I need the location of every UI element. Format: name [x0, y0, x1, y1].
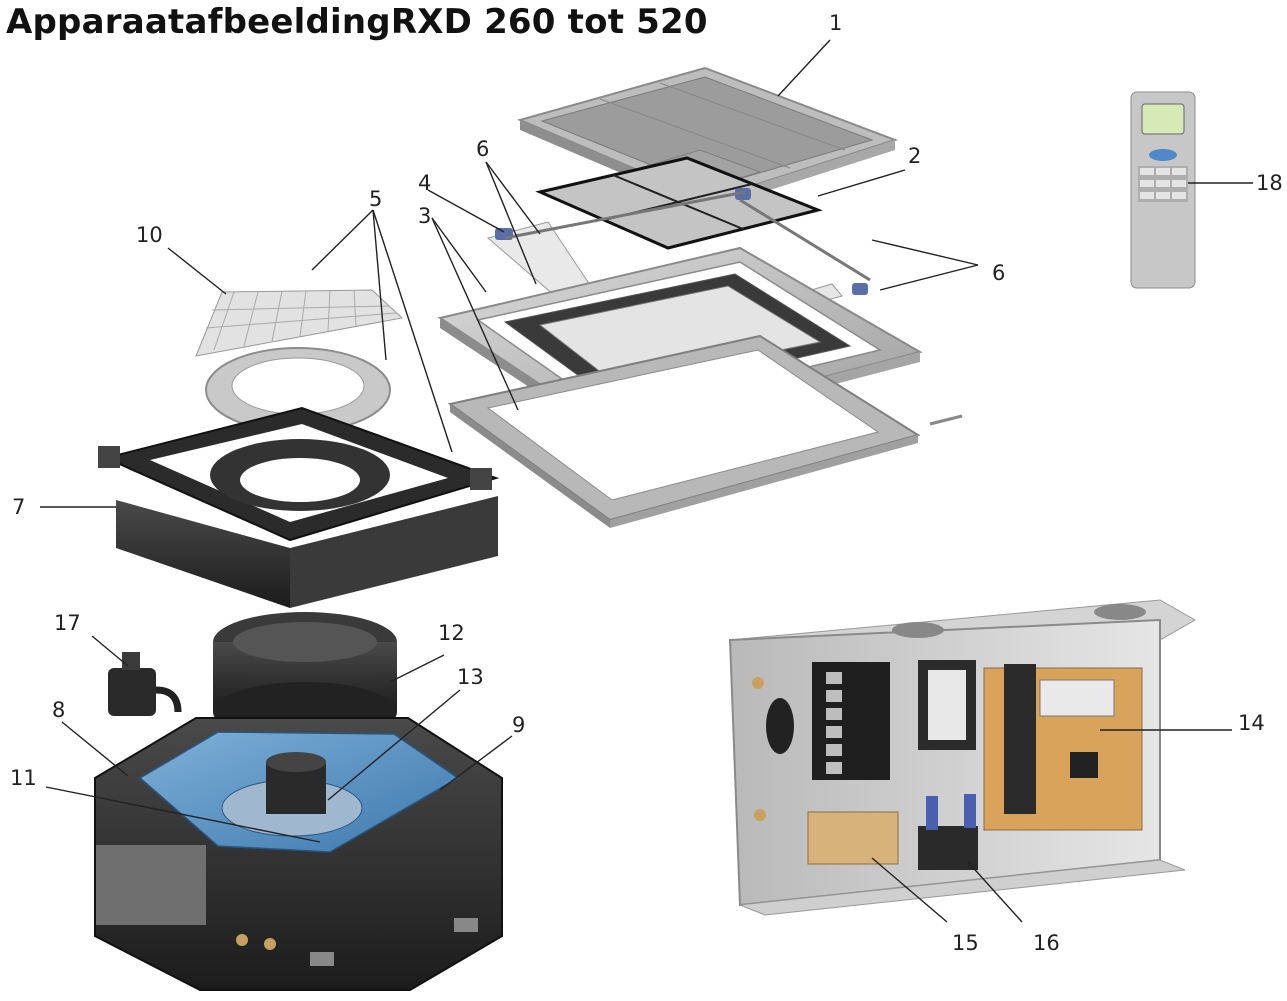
callout-6-top: 6: [476, 137, 489, 161]
callout-labels: 1 2 3 4 5 6 6 7 8 9 10 11 12 13 14 15 16…: [10, 11, 1283, 955]
callout-16: 16: [1033, 931, 1060, 955]
page-title: ApparaatafbeeldingRXD 260 tot 520: [6, 2, 708, 42]
callout-2: 2: [908, 144, 921, 168]
unit-housing: [94, 717, 503, 991]
fan-blower: [213, 612, 397, 742]
drain-pan-frame: [98, 406, 500, 608]
callout-10: 10: [136, 223, 163, 247]
callout-4: 4: [418, 171, 431, 195]
bell-mouth-ring: [205, 347, 391, 433]
callout-9: 9: [512, 713, 525, 737]
remote-control: [1130, 91, 1196, 289]
mounting-frame: [447, 334, 963, 528]
callout-7: 7: [12, 495, 25, 519]
callout-12: 12: [438, 621, 465, 645]
inlet-grille-mesh: [195, 289, 404, 357]
callout-3: 3: [418, 204, 431, 228]
callout-18: 18: [1256, 171, 1283, 195]
callout-11: 11: [10, 766, 37, 790]
callout-13: 13: [457, 665, 484, 689]
callout-15: 15: [952, 931, 979, 955]
callout-14: 14: [1238, 711, 1265, 735]
callout-6-right: 6: [992, 261, 1005, 285]
callout-5: 5: [369, 187, 382, 211]
callout-17: 17: [54, 611, 81, 635]
electrical-control-box: [728, 599, 1197, 916]
drain-pump: [108, 652, 182, 716]
leader-lines: [40, 39, 1253, 923]
callout-8: 8: [52, 698, 65, 722]
callout-1: 1: [829, 11, 842, 35]
